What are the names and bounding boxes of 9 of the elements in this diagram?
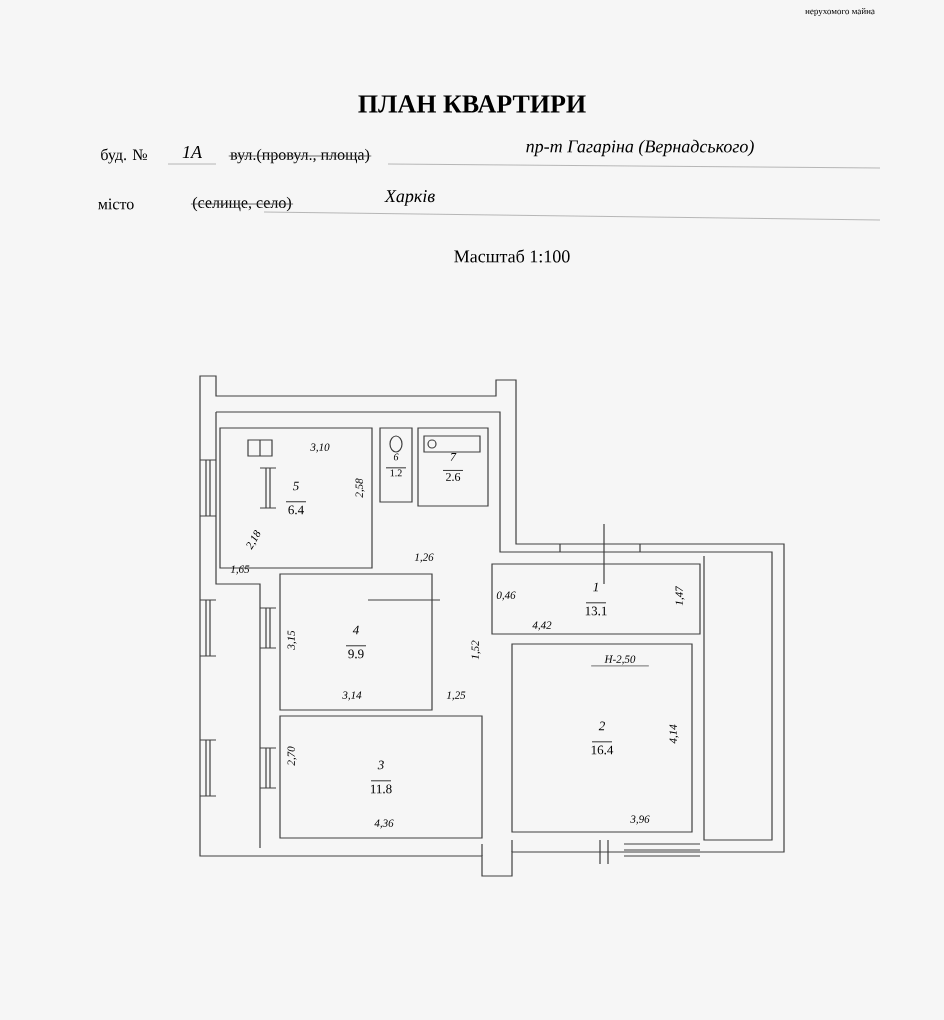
form-label: буд. №: [101, 148, 147, 164]
form-label: місто: [98, 198, 134, 210]
handwritten-entry: 1А: [182, 146, 203, 158]
struck-form-label: (селище, село): [190, 196, 294, 212]
scale-label: Масштаб 1:100: [454, 249, 570, 263]
title: ПЛАН КВАРТИРИ: [358, 95, 586, 113]
handwritten-entry: Харків: [384, 190, 435, 206]
handwritten-entry: пр-т Гагаріна (Вернадського): [526, 139, 754, 157]
struck-form-label: вул.(провул., площа): [228, 148, 372, 164]
